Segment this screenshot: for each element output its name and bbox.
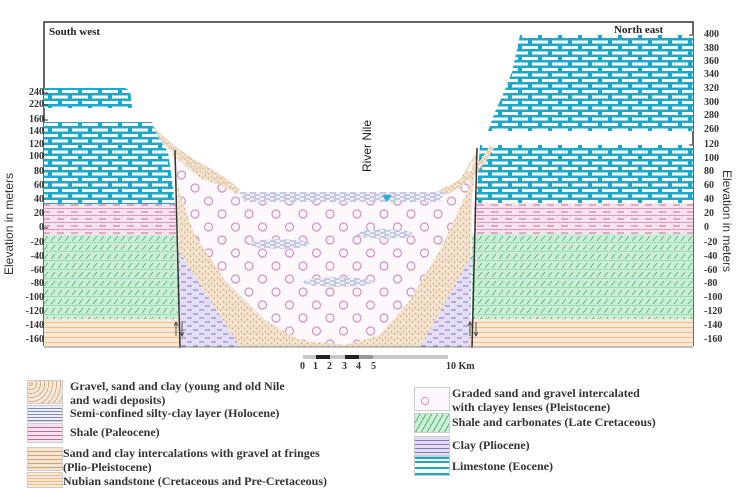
- silty-clay-swatch-icon: [27, 405, 63, 422]
- left-tick-label: -140: [25, 320, 44, 331]
- clay-lens: [303, 277, 373, 287]
- right-tick-label: -20: [704, 237, 718, 248]
- legend-label: with clayey lenses (Pleistocene): [452, 400, 611, 414]
- sand-clay-swatch-icon: [27, 447, 63, 471]
- y-axis-label-left: Elevation in meters: [2, 172, 16, 275]
- right-tick-label: -40: [704, 251, 718, 262]
- left-tick-label: 0: [39, 222, 44, 233]
- clay-lens: [250, 239, 310, 249]
- right-tick-label: 40: [704, 194, 714, 205]
- left-tick-label: -160: [25, 334, 44, 345]
- right-tick-label: 20: [704, 208, 714, 219]
- shale-right: [474, 203, 693, 234]
- legend-label: (Plio-Pleistocene): [63, 460, 152, 474]
- scale-label: 3: [342, 361, 347, 372]
- shale-carbonates-swatch-icon: [414, 413, 450, 433]
- southwest-label: South west: [49, 26, 101, 38]
- left-tick-label: -100: [25, 292, 44, 303]
- right-tick-label: -140: [704, 320, 723, 331]
- right-tick-label: 100: [704, 153, 719, 164]
- right-tick-label: 80: [704, 166, 714, 177]
- right-tick-label: 400: [704, 29, 719, 40]
- shale-left: [44, 204, 176, 235]
- northeast-label: North east: [614, 24, 664, 36]
- nubian-swatch-icon: [27, 472, 63, 488]
- limestone-upper-left: [44, 88, 132, 108]
- left-tick-label: -120: [25, 306, 44, 317]
- scale-label: 4: [356, 361, 361, 372]
- legend-label: Clay (Pliocene): [452, 438, 530, 452]
- shale-carbonates-right: [472, 234, 693, 319]
- left-tick-label: 100: [29, 151, 44, 162]
- river-marker-icon: [382, 195, 392, 202]
- left-tick-label: -60: [30, 265, 44, 276]
- scale-label: 1: [313, 361, 318, 372]
- river-nile-label: River Nile: [360, 119, 374, 172]
- gravel-swatch-icon: [27, 380, 63, 404]
- legend-label: Shale and carbonates (Late Cretaceous): [452, 415, 656, 429]
- shale-carbonates-left: [44, 235, 178, 319]
- y-axis-label-right: Elevation in meters: [720, 170, 734, 273]
- legend-label: Limestone (Eocene): [452, 459, 553, 473]
- left-tick-label: -20: [30, 237, 44, 248]
- limestone-swatch-icon: [414, 456, 450, 476]
- nubian-right: [470, 319, 693, 347]
- silty-clay-layer: [238, 192, 445, 202]
- legend-label: and wadi deposits): [70, 393, 166, 407]
- scale-label: 2: [327, 361, 332, 372]
- right-tick-label: -80: [704, 278, 718, 289]
- gravel-left-slope: [152, 125, 240, 194]
- legend-label: Gravel, sand and clay (young and old Nil…: [70, 379, 285, 393]
- legend-label: Sand and clay intercalations with gravel…: [63, 446, 320, 460]
- clay-right-wedge: [420, 255, 472, 347]
- left-tick-label: 140: [29, 126, 44, 137]
- clay-lens: [357, 229, 413, 239]
- right-tick-label: 340: [704, 69, 719, 80]
- legend-label: Shale (Paleocene): [70, 425, 160, 439]
- fault-left: [174, 149, 181, 349]
- gravel-right-slope: [440, 145, 494, 195]
- graded-sand-swatch-icon: [414, 387, 450, 411]
- left-tick-label: 60: [34, 180, 44, 191]
- limestone-left: [44, 122, 175, 204]
- left-tick-label: 160: [29, 114, 44, 125]
- right-tick-label: -60: [704, 265, 718, 276]
- legend-label: Semi-confined silty-clay layer (Holocene…: [70, 406, 280, 420]
- shale-swatch-icon: [27, 423, 63, 443]
- nubian-left: [44, 319, 180, 347]
- limestone-right: [476, 145, 693, 203]
- fault-right: [471, 147, 478, 349]
- left-tick-label: 120: [29, 139, 44, 150]
- left-tick-label: 240: [29, 87, 44, 98]
- right-tick-label: 380: [704, 43, 719, 54]
- left-tick-label: -40: [30, 251, 44, 262]
- right-tick-label: 320: [704, 83, 719, 94]
- right-tick-label: 120: [704, 139, 719, 150]
- left-tick-label: 220: [29, 99, 44, 110]
- clay-swatch-icon: [414, 436, 450, 456]
- left-tick-label: 20: [34, 208, 44, 219]
- right-tick-label: 300: [704, 97, 719, 108]
- left-tick-label: 40: [34, 194, 44, 205]
- right-tick-label: -120: [704, 306, 723, 317]
- right-tick-label: 360: [704, 56, 719, 67]
- limestone-upper-right: [488, 35, 693, 131]
- left-tick-label: 80: [34, 166, 44, 177]
- scale-label: 10 Km: [446, 361, 475, 372]
- right-tick-label: 280: [704, 110, 719, 121]
- graded-sand-gravel: [172, 155, 474, 345]
- legend-label: Graded sand and gravel intercalated: [452, 386, 640, 400]
- legend-label: Nubian sandstone (Cretaceous and Pre-Cre…: [63, 474, 327, 488]
- right-tick-label: -160: [704, 334, 723, 345]
- scale-bar: [303, 355, 448, 359]
- clay-left-wedge: [178, 250, 240, 347]
- scale-label: 0: [300, 361, 305, 372]
- right-tick-label: -100: [704, 292, 723, 303]
- right-tick-label: 260: [704, 124, 719, 135]
- right-tick-label: 60: [704, 180, 714, 191]
- right-tick-label: 0: [704, 222, 709, 233]
- left-tick-label: -80: [30, 278, 44, 289]
- scale-label: 5: [371, 361, 376, 372]
